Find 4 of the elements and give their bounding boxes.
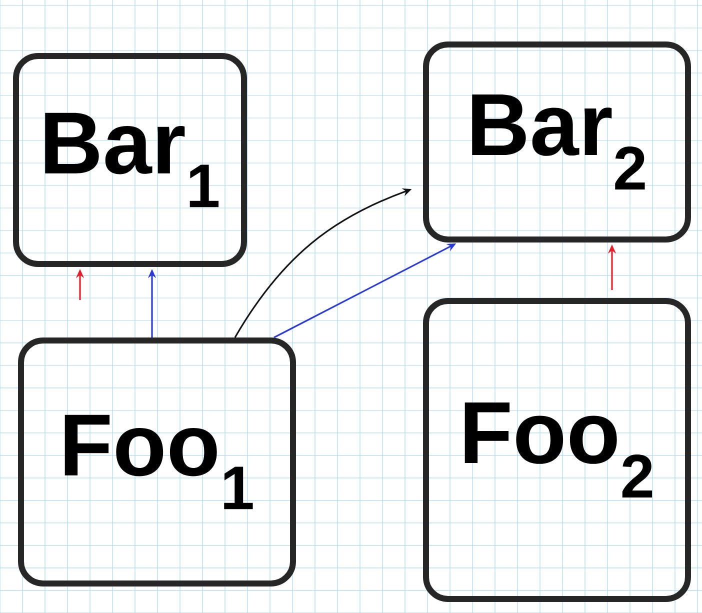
box: Bar$_{1}$ bbox=[13, 53, 247, 267]
box: Bar$_{2}$ bbox=[423, 42, 691, 242]
box: Foo$_{1}$ bbox=[18, 337, 296, 586]
box: Foo$_{2}$ bbox=[423, 298, 691, 602]
